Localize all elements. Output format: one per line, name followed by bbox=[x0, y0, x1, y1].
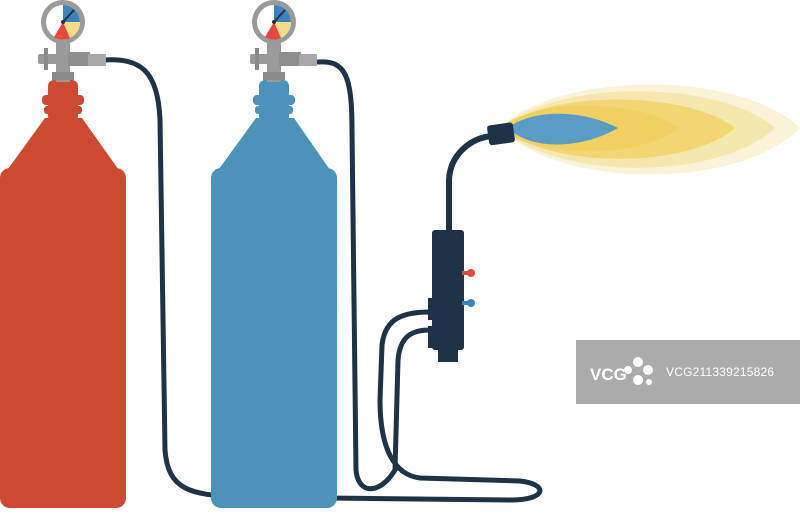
regulator-right bbox=[250, 40, 317, 82]
watermark: VCG VCG211339215826 bbox=[576, 340, 800, 404]
fuel-tank bbox=[211, 80, 337, 508]
watermark-id-text: VCG211339215826 bbox=[666, 365, 775, 379]
vcg-logo-icon: VCG bbox=[590, 357, 653, 385]
welding-torch-icon bbox=[428, 230, 475, 362]
watermark-logo-text: VCG bbox=[590, 365, 627, 384]
pressure-gauge-left-icon bbox=[41, 0, 85, 44]
torch-neck bbox=[446, 133, 495, 235]
hoses bbox=[101, 57, 543, 503]
hose-oxygen bbox=[101, 57, 543, 503]
oxygen-tank bbox=[0, 80, 126, 508]
regulator-left bbox=[38, 40, 106, 82]
pressure-gauge-right-icon bbox=[252, 0, 296, 44]
watermark-logo: VCG bbox=[576, 340, 666, 404]
hose-fuel bbox=[315, 59, 433, 492]
torch-nozzle bbox=[487, 122, 515, 146]
flame-icon bbox=[500, 84, 800, 175]
